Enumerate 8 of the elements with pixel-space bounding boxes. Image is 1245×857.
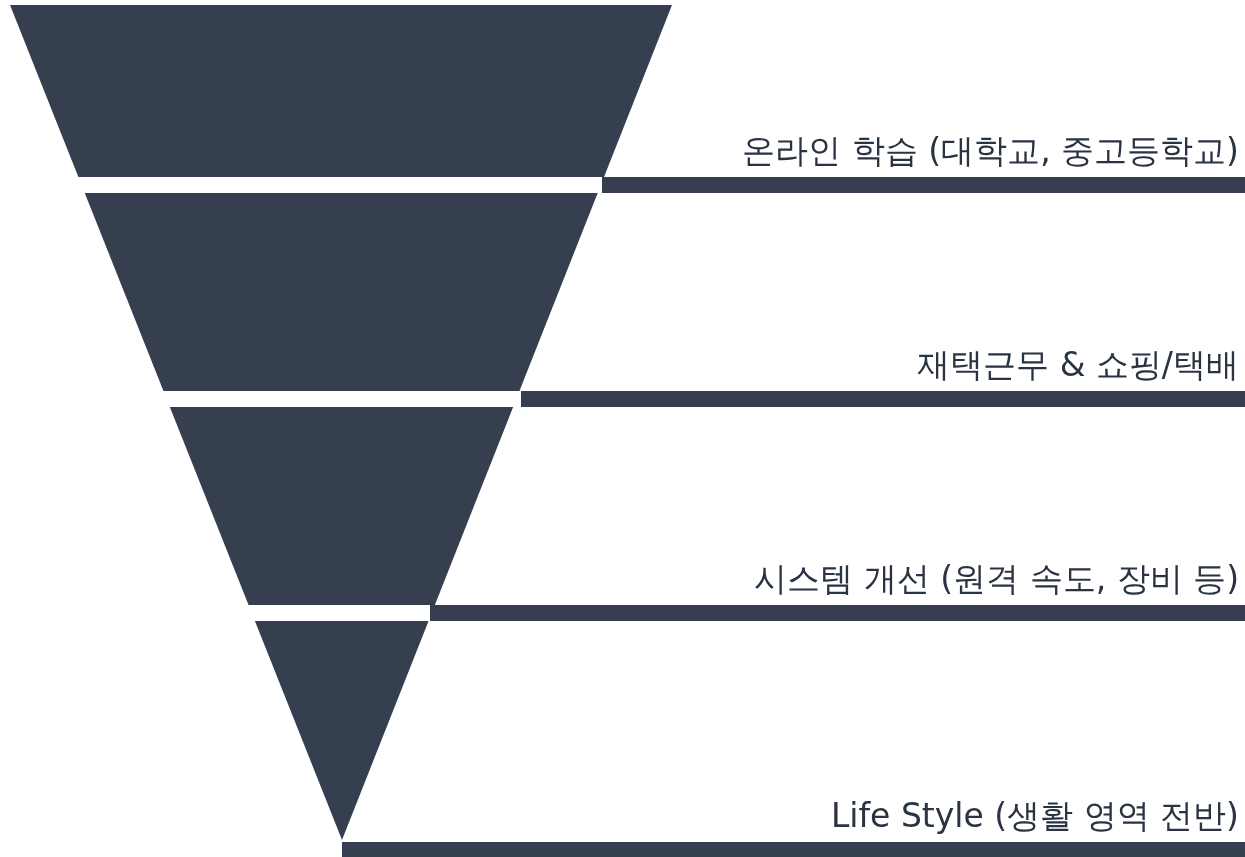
funnel-segment [169, 407, 514, 605]
funnel-segment [84, 193, 598, 391]
tier-label: 재택근무 & 쇼핑/택배 [917, 346, 1239, 383]
funnel-segment [254, 621, 429, 840]
funnel-segment [10, 5, 672, 177]
tier-label: 시스템 개선 (원격 속도, 장비 등) [754, 560, 1239, 597]
tier-label: 온라인 학습 (대학교, 중고등학교) [742, 132, 1239, 169]
tier-label: Life Style (생활 영역 전반) [830, 797, 1239, 834]
